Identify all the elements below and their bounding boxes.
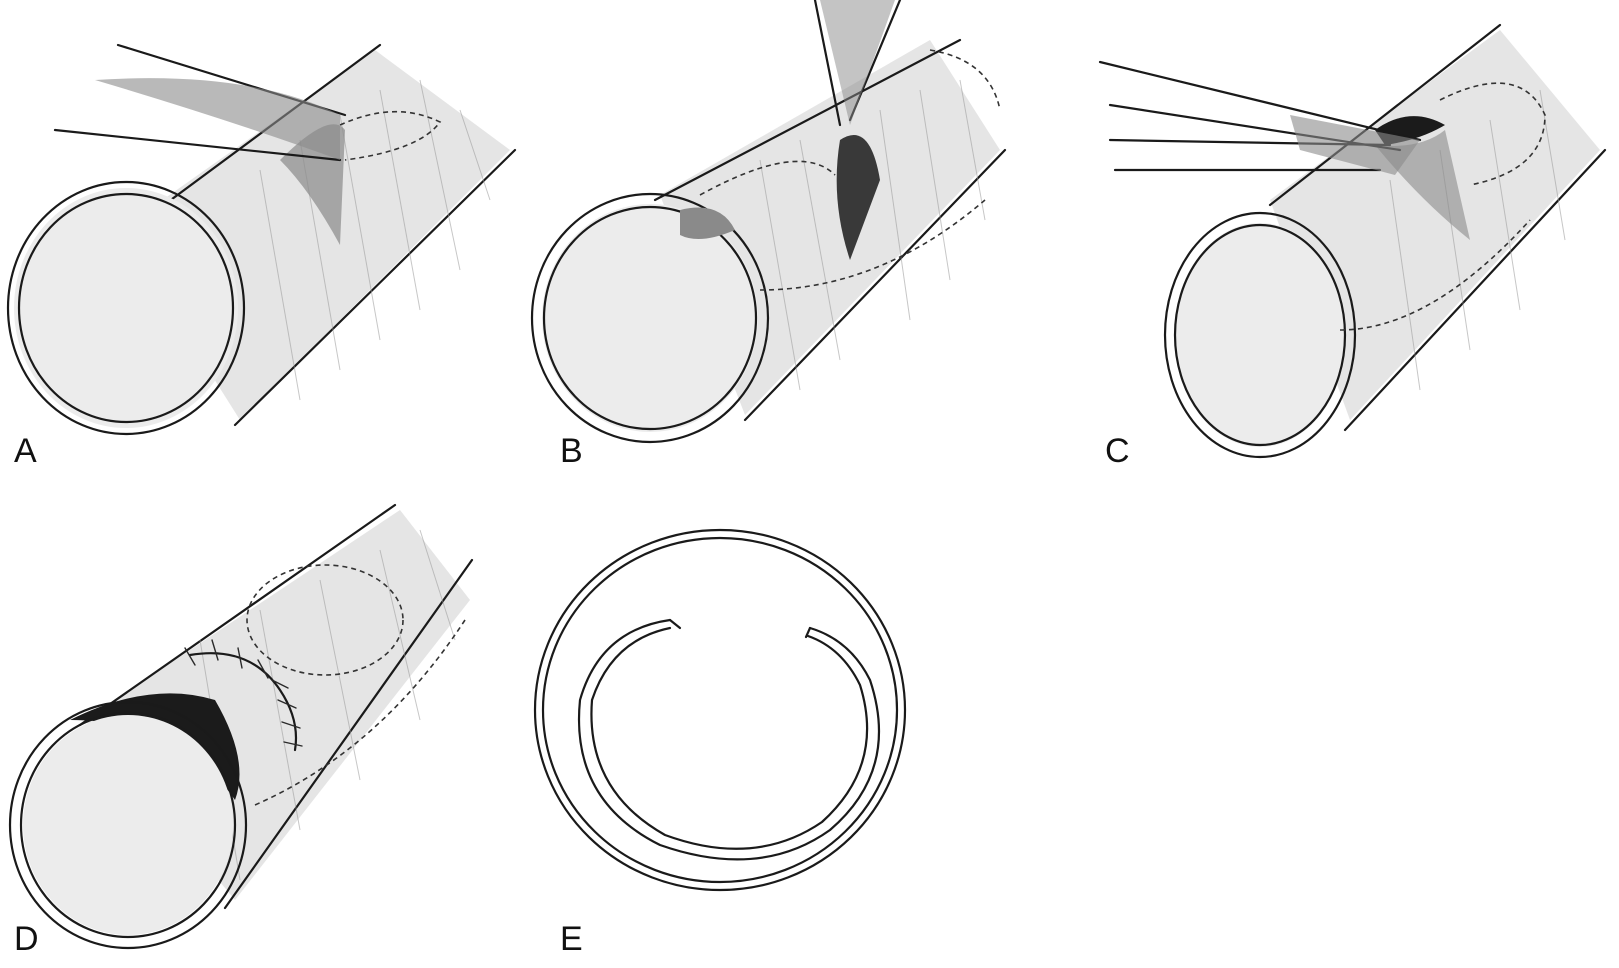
panel-label-e: E <box>560 920 583 958</box>
suture-line <box>184 639 303 752</box>
vessel-tube-icon <box>1163 23 1607 459</box>
vessel-tube-icon <box>8 503 474 950</box>
panel-c: C <box>1098 23 1607 470</box>
panel-a: A <box>6 43 517 470</box>
forceps-icon <box>1098 60 1422 175</box>
panel-label-a: A <box>14 432 37 470</box>
panel-label-d: D <box>14 920 39 958</box>
panel-e: E <box>533 528 907 958</box>
forceps-icon <box>813 0 902 127</box>
panel-b: B <box>530 0 1007 470</box>
panel-label-b: B <box>560 432 583 470</box>
forceps-icon <box>53 43 347 162</box>
vessel-tube-icon <box>530 38 1007 444</box>
panel-label-c: C <box>1105 432 1130 470</box>
panel-d: D <box>8 503 474 958</box>
split-ring-icon <box>533 528 907 892</box>
